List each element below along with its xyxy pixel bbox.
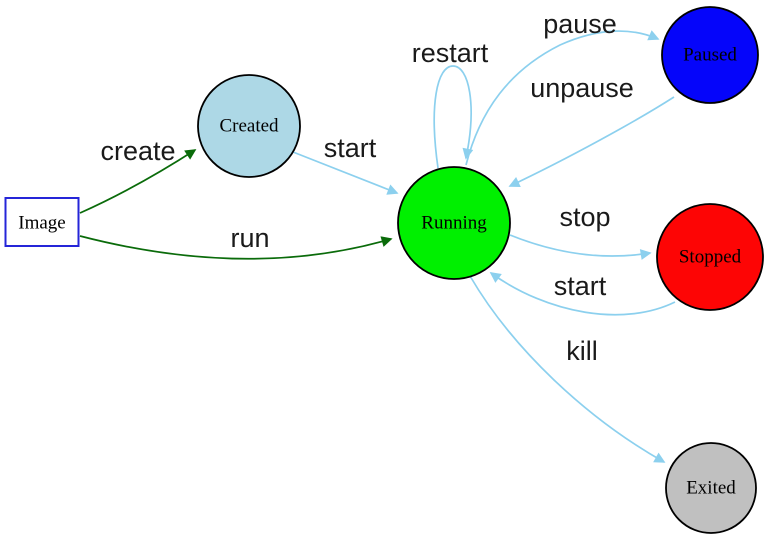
- node-created-label: Created: [219, 116, 279, 137]
- edge-start-again-label: start: [554, 271, 607, 301]
- edge-kill: kill: [469, 275, 666, 463]
- edge-unpause-line: [508, 96, 675, 187]
- edge-start-again-line: [489, 272, 676, 316]
- node-paused-shape: [661, 6, 759, 104]
- edge-start-again: start: [489, 271, 676, 316]
- node-running-label: Running: [421, 213, 487, 234]
- node-created-shape: [197, 74, 301, 178]
- node-stopped: Stopped: [656, 203, 764, 311]
- node-running-shape: [397, 166, 511, 280]
- node-exited: Exited: [665, 442, 757, 534]
- edge-run-line: [79, 235, 393, 260]
- edge-pause-label: pause: [543, 9, 617, 39]
- edge-run: run: [79, 223, 393, 260]
- edge-create-line: [79, 149, 197, 214]
- edge-create-label: create: [100, 136, 175, 166]
- edge-kill-line: [469, 275, 666, 463]
- edge-restart-label: restart: [412, 38, 489, 68]
- edge-run-label: run: [230, 223, 269, 253]
- node-paused-label: Paused: [683, 45, 737, 66]
- node-exited-shape: [665, 442, 757, 534]
- node-image-label: Image: [18, 213, 65, 234]
- edge-kill-label: kill: [566, 336, 598, 366]
- node-image: Image: [4, 197, 80, 247]
- edge-stop-label: stop: [559, 202, 610, 232]
- edge-start-label: start: [324, 133, 377, 163]
- edge-restart-line: [433, 65, 474, 169]
- edge-pause: pause: [465, 9, 660, 166]
- edge-restart: restart: [412, 38, 489, 169]
- edge-unpause-label: unpause: [530, 73, 634, 103]
- node-paused: Paused: [661, 6, 759, 104]
- edge-stop-line: [509, 234, 652, 260]
- node-stopped-label: Stopped: [679, 247, 742, 268]
- edge-pause-line: [465, 30, 660, 166]
- node-created: Created: [197, 74, 301, 178]
- edge-unpause: unpause: [508, 73, 675, 187]
- edge-stop: stop: [509, 202, 652, 260]
- edge-start: start: [292, 133, 399, 195]
- node-exited-label: Exited: [686, 478, 736, 499]
- edge-start-line: [292, 151, 399, 195]
- node-stopped-shape: [656, 203, 764, 311]
- node-image-shape: [4, 197, 80, 247]
- node-running: Running: [397, 166, 511, 280]
- edge-create: create: [79, 136, 197, 214]
